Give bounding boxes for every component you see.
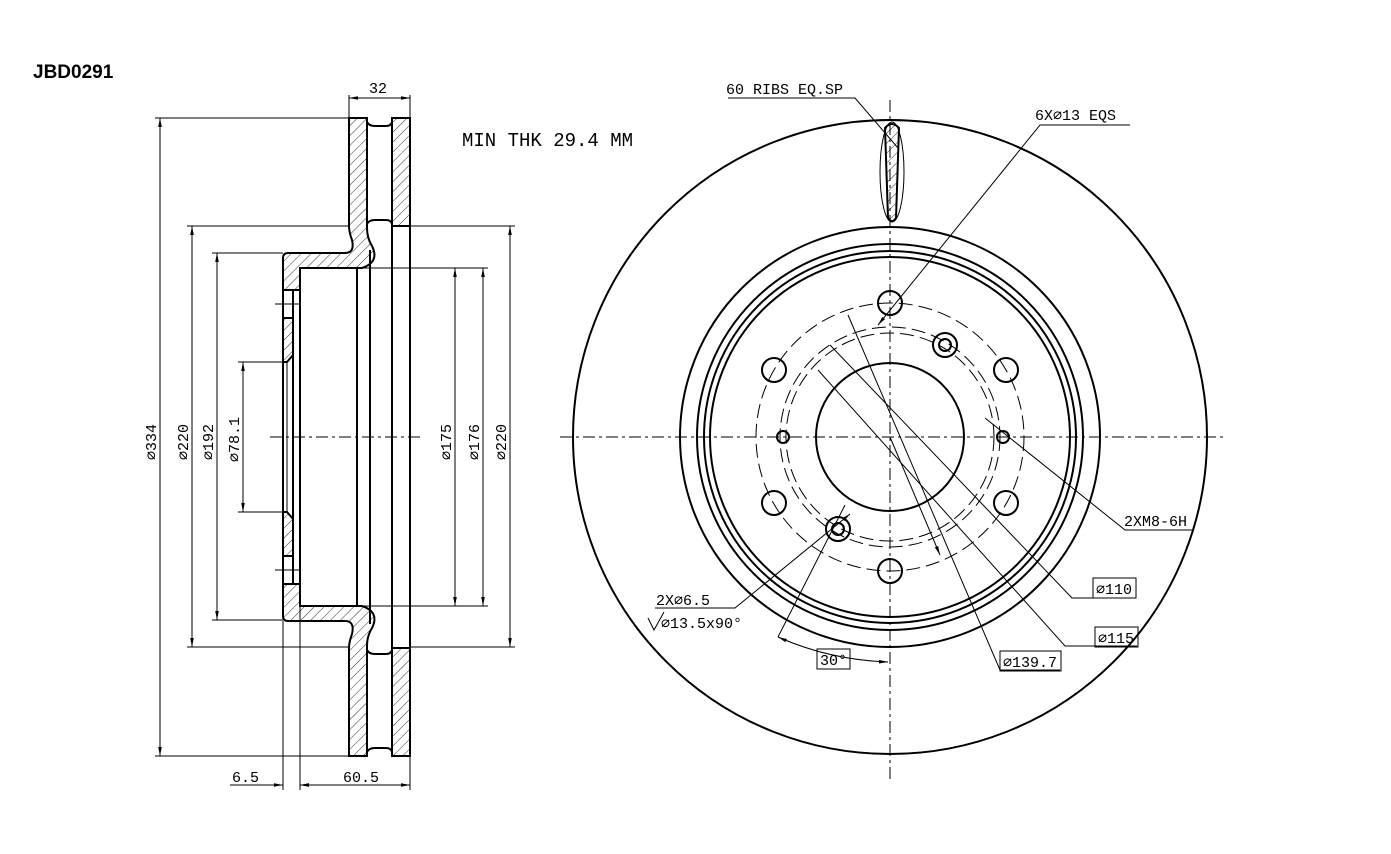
ribs-label: 60 RIBS EQ.SP — [726, 82, 843, 99]
countersink-icon — [647, 611, 665, 632]
height-dim: 60.5 — [343, 770, 379, 787]
pcd-label: ⌀139.7 — [1003, 655, 1057, 672]
dia-334: ⌀334 — [144, 424, 161, 460]
dia-220-right: ⌀220 — [494, 424, 511, 460]
thread-label: 2XM8-6H — [1124, 514, 1187, 531]
width-dim: 32 — [369, 81, 387, 98]
dia-78: ⌀78.1 — [227, 417, 244, 462]
dia-110-label: ⌀110 — [1096, 582, 1132, 599]
pilot-holes-label: 2X⌀6.5 — [656, 593, 710, 610]
section-view: 32 MIN THK 29.4 MM ⌀334 ⌀220 ⌀192 ⌀78.1 … — [144, 81, 633, 790]
angle-label: 30° — [820, 653, 847, 670]
dia-192: ⌀192 — [201, 424, 218, 460]
bolt-holes-label: 6X⌀13 EQS — [1035, 108, 1116, 125]
part-number: JBD0291 — [33, 62, 114, 83]
min-thickness-note: MIN THK 29.4 MM — [462, 130, 633, 152]
dia-115-label: ⌀115 — [1098, 631, 1134, 648]
front-view: 60 RIBS EQ.SP 6X⌀13 EQS 2XM8-6H ⌀110 ⌀11… — [560, 82, 1225, 780]
countersink-label: ⌀13.5x90° — [661, 616, 742, 633]
dia-175: ⌀175 — [439, 424, 456, 460]
offset-dim: 6.5 — [232, 770, 259, 787]
dia-176: ⌀176 — [467, 424, 484, 460]
dia-220-left: ⌀220 — [176, 424, 193, 460]
